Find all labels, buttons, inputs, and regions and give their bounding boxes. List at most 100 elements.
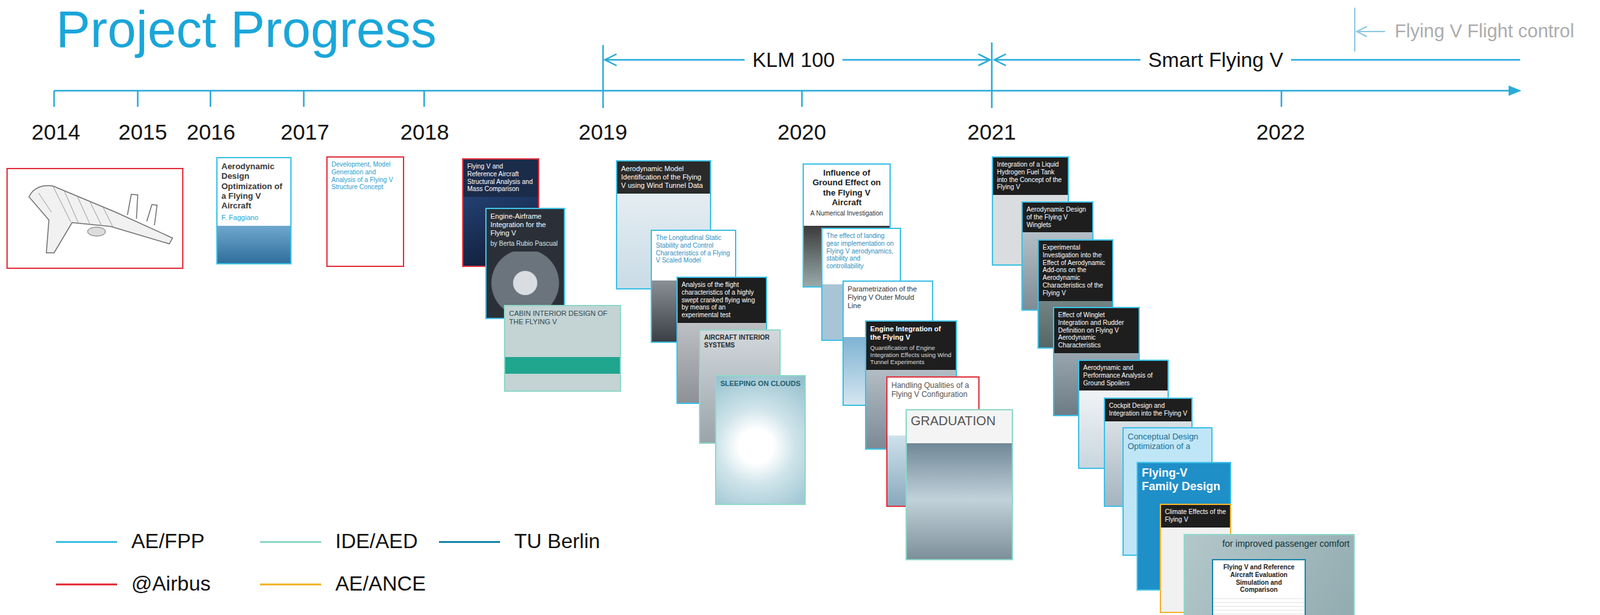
cover-title: for improved passenger comfort bbox=[1188, 538, 1350, 550]
year-tick bbox=[423, 90, 426, 107]
thesis-cover: Engine-Airframe Integration for the Flyi… bbox=[485, 207, 566, 320]
legend-line bbox=[438, 541, 501, 544]
future-marker bbox=[1354, 7, 1386, 52]
flying-v-outline bbox=[28, 186, 173, 253]
cover-header: Aerodynamic and Performance Analysis of … bbox=[1079, 361, 1168, 391]
cover-title: Flying V and Reference Aircraft Evaluati… bbox=[1217, 563, 1301, 595]
cover-header: The Longitudinal Static Stability and Co… bbox=[651, 231, 735, 269]
future-arrowhead bbox=[1356, 26, 1368, 37]
sketch-engine bbox=[87, 227, 106, 237]
legend-line bbox=[55, 583, 118, 586]
year-label: 2017 bbox=[280, 119, 330, 145]
cover-title: Flying V and Reference Aircraft Structur… bbox=[467, 162, 535, 194]
cover-header: Engine Integration of the Flying VQuanti… bbox=[866, 321, 956, 371]
thesis-cover: Development, Model Generation and Analys… bbox=[326, 156, 405, 268]
cover-title: Development, Model Generation and Analys… bbox=[331, 160, 400, 192]
cover-subtitle: A Numerical Investigation bbox=[807, 209, 886, 218]
cover-title: SLEEPING ON CLOUDS bbox=[720, 379, 801, 389]
cover-header: Aerodynamic Design of the Flying V Wingl… bbox=[1022, 202, 1093, 233]
thesis-cover: Flying V and Reference Aircraft Evaluati… bbox=[1211, 559, 1306, 615]
year-label: 2015 bbox=[118, 119, 168, 145]
cover-title: Conceptual Design Optimization of a bbox=[1127, 431, 1208, 452]
year-tick bbox=[137, 90, 140, 107]
cover-header: Integration of a Liquid Hydrogen Fuel Ta… bbox=[993, 157, 1068, 196]
cover-header: Conceptual Design Optimization of a bbox=[1123, 428, 1212, 456]
year-label: 2021 bbox=[967, 119, 1017, 145]
legend-text: IDE/AED bbox=[335, 529, 418, 555]
cover-title: Aerodynamic Design Optimization of a Fly… bbox=[221, 161, 287, 212]
cover-title: Aerodynamic Model Identification of the … bbox=[621, 164, 707, 190]
future-tick bbox=[1354, 7, 1356, 52]
cover-header: Flying-V Family Design bbox=[1137, 463, 1230, 498]
phase-label: Smart Flying V bbox=[1140, 48, 1292, 73]
year-tick bbox=[209, 90, 212, 107]
cover-header: Parametrization of the Flying V Outer Mo… bbox=[843, 281, 932, 315]
legend-entry: AE/ANCE bbox=[260, 570, 426, 599]
cover-title: The effect of landing gear implementatio… bbox=[826, 232, 896, 271]
year-label: 2019 bbox=[578, 119, 628, 145]
cover-header: Flying V and Reference Aircraft Evaluati… bbox=[1213, 560, 1305, 598]
cover-header: SLEEPING ON CLOUDS bbox=[716, 376, 805, 392]
axis-arrowhead bbox=[1508, 85, 1522, 96]
cover-header: Aerodynamic Design Optimization of a Fly… bbox=[217, 158, 291, 226]
bracket-end bbox=[602, 45, 605, 109]
thesis-cover: Aerodynamic Design Optimization of a Fly… bbox=[216, 157, 292, 265]
legend-text: TU Berlin bbox=[514, 529, 600, 555]
cover-title: Influence of Ground Effect on the Flying… bbox=[807, 167, 886, 208]
cover-header: Climate Effects of the Flying V bbox=[1161, 505, 1230, 528]
cover-header: Effect of Winglet Integration and Rudder… bbox=[1054, 308, 1139, 354]
cover-subtitle: F. Faggiano bbox=[221, 213, 287, 223]
cover-header: AIRCRAFT INTERIOR SYSTEMS bbox=[700, 330, 780, 354]
legend-text: AE/FPP bbox=[131, 529, 205, 555]
bracket-arrow bbox=[994, 54, 1006, 66]
bracket-arrow bbox=[604, 54, 617, 66]
year-label: 2020 bbox=[777, 119, 827, 145]
cover-header: GRADUATION bbox=[906, 410, 1012, 434]
cover-title: Cockpit Design and Integration into the … bbox=[1108, 402, 1188, 418]
cover-header: for improved passenger comfort bbox=[1184, 535, 1354, 554]
legend-entry: IDE/AED bbox=[260, 527, 418, 557]
year-tick bbox=[303, 90, 306, 107]
cover-title: Aerodynamic and Performance Analysis of … bbox=[1083, 364, 1164, 387]
thesis-cover: CABIN INTERIOR DESIGN OF THE FLYING V bbox=[503, 305, 622, 392]
cover-header: Handling Qualities of a Flying V Configu… bbox=[887, 377, 979, 403]
cover-title: Handling Qualities of a Flying V Configu… bbox=[891, 381, 975, 400]
cover-title: Effect of Winglet Integration and Rudder… bbox=[1058, 311, 1135, 350]
legend-line bbox=[260, 541, 322, 544]
cover-title: Engine Integration of the Flying V bbox=[870, 325, 952, 342]
cover-title: Experimental Investigation into the Effe… bbox=[1042, 243, 1109, 298]
legend-entry: TU Berlin bbox=[438, 527, 600, 557]
aircraft-sketch bbox=[7, 168, 183, 269]
cover-title: Analysis of the flight characteristics o… bbox=[681, 281, 763, 320]
phase-label: KLM 100 bbox=[744, 48, 843, 73]
sketch-fins bbox=[127, 194, 158, 226]
sketch-frames bbox=[38, 186, 113, 227]
year-label: 2016 bbox=[186, 119, 236, 145]
cover-title: AIRCRAFT INTERIOR SYSTEMS bbox=[704, 334, 776, 350]
cover-header: Development, Model Generation and Analys… bbox=[327, 157, 403, 196]
thesis-cover: SLEEPING ON CLOUDS bbox=[715, 375, 806, 506]
legend-line bbox=[55, 541, 118, 544]
bracket-end bbox=[991, 42, 994, 109]
cover-title: Parametrization of the Flying V Outer Mo… bbox=[847, 285, 929, 311]
cover-subtitle: by Berta Rubio Pascual bbox=[490, 240, 560, 248]
legend-text: AE/ANCE bbox=[335, 572, 426, 597]
sketch-frame bbox=[7, 168, 183, 269]
cover-title: Aerodynamic Design of the Flying V Wingl… bbox=[1026, 205, 1089, 229]
future-phase-label: Flying V Flight control bbox=[1394, 20, 1575, 42]
cover-title: Flying-V Family Design bbox=[1141, 466, 1227, 494]
cover-header: The effect of landing gear implementatio… bbox=[822, 229, 900, 275]
bracket-arrow bbox=[978, 54, 990, 66]
legend-text: @Airbus bbox=[131, 572, 211, 597]
legend-entry: @Airbus bbox=[55, 570, 211, 599]
cover-title: CABIN INTERIOR DESIGN OF THE FLYING V bbox=[509, 309, 616, 327]
year-label: 2018 bbox=[400, 119, 450, 145]
year-tick bbox=[53, 90, 56, 107]
cover-header: Analysis of the flight characteristics o… bbox=[677, 278, 766, 324]
thesis-cover: GRADUATION bbox=[905, 409, 1014, 561]
cover-header: Flying V and Reference Aircraft Structur… bbox=[463, 159, 539, 197]
cover-header: Engine-Airframe Integration for the Flyi… bbox=[486, 209, 564, 252]
cover-title: GRADUATION bbox=[910, 413, 1008, 430]
cover-title: The Longitudinal Static Stability and Co… bbox=[655, 234, 732, 265]
